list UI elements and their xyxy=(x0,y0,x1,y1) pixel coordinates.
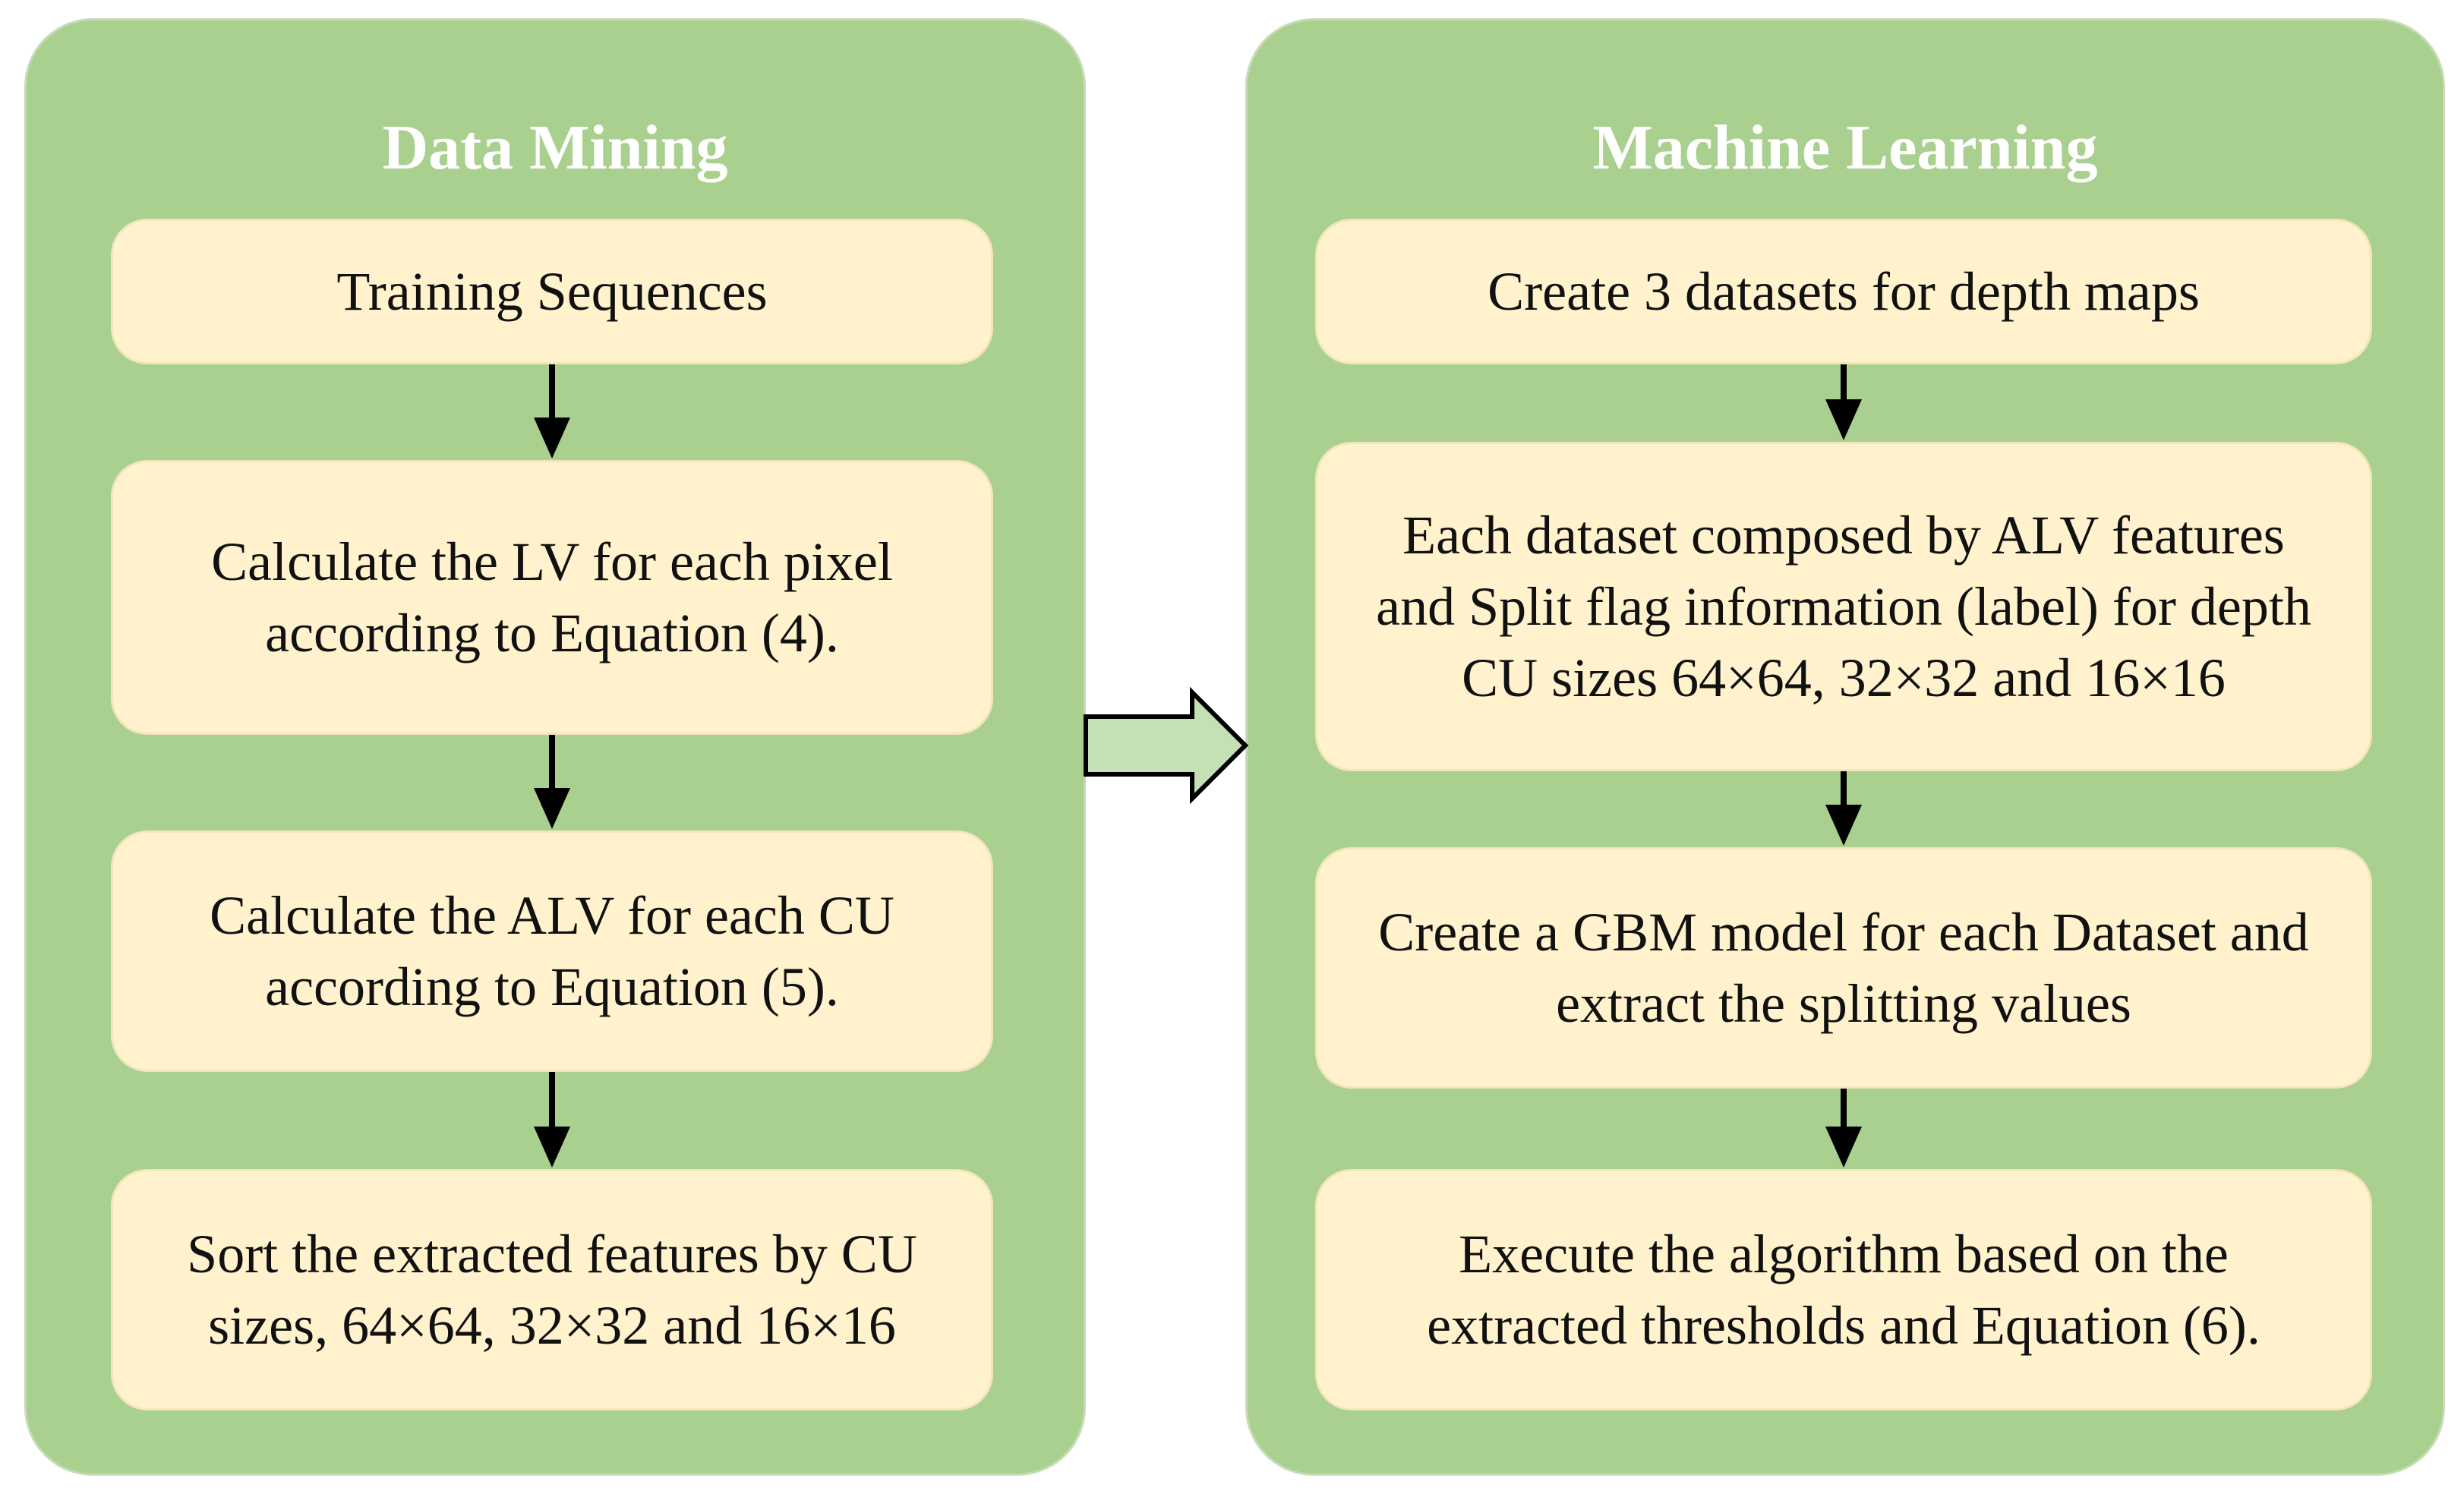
step-line: Create 3 datasets for depth maps xyxy=(1488,261,2200,322)
flow-arrow-right-1 xyxy=(1825,364,1862,440)
step-line: and Split flag information (label) for d… xyxy=(1376,576,2311,637)
step-execute-algorithm: Execute the algorithm based on the extra… xyxy=(1315,1169,2372,1410)
panel-title-data-mining: Data Mining xyxy=(382,112,728,183)
step-line: Execute the algorithm based on the xyxy=(1459,1224,2229,1284)
step-create-gbm: Create a GBM model for each Dataset and … xyxy=(1315,847,2372,1089)
flow-arrow-right-2 xyxy=(1825,771,1862,846)
step-line: extracted thresholds and Equation (6). xyxy=(1427,1295,2261,1356)
flow-arrow-left-1 xyxy=(534,364,570,459)
flow-arrow-left-2 xyxy=(534,735,570,829)
step-calculate-alv: Calculate the ALV for each CU according … xyxy=(111,830,993,1072)
step-training-sequences: Training Sequences xyxy=(111,219,993,364)
step-line: extract the splitting values xyxy=(1556,973,2131,1034)
step-line: according to Equation (4). xyxy=(265,603,839,663)
step-line: sizes, 64×64, 32×32 and 16×16 xyxy=(208,1295,896,1356)
step-line: Create a GBM model for each Dataset and xyxy=(1378,902,2309,963)
step-line: Training Sequences xyxy=(336,261,768,322)
step-line: Each dataset composed by ALV features xyxy=(1402,505,2285,566)
step-line: CU sizes 64×64, 32×32 and 16×16 xyxy=(1462,648,2226,708)
step-create-datasets: Create 3 datasets for depth maps xyxy=(1315,219,2372,364)
step-line: Calculate the LV for each pixel xyxy=(211,531,893,592)
step-line: Calculate the ALV for each CU xyxy=(210,885,894,946)
flow-arrow-left-3 xyxy=(534,1072,570,1168)
connector-arrow-right xyxy=(1084,686,1249,805)
step-line: Sort the extracted features by CU xyxy=(187,1224,917,1284)
panel-title-machine-learning: Machine Learning xyxy=(1592,112,2098,183)
step-dataset-composition: Each dataset composed by ALV features an… xyxy=(1315,442,2372,771)
flow-arrow-right-3 xyxy=(1825,1089,1862,1168)
step-sort-features: Sort the extracted features by CU sizes,… xyxy=(111,1169,993,1410)
step-line: according to Equation (5). xyxy=(265,957,839,1017)
step-calculate-lv: Calculate the LV for each pixel accordin… xyxy=(111,460,993,735)
